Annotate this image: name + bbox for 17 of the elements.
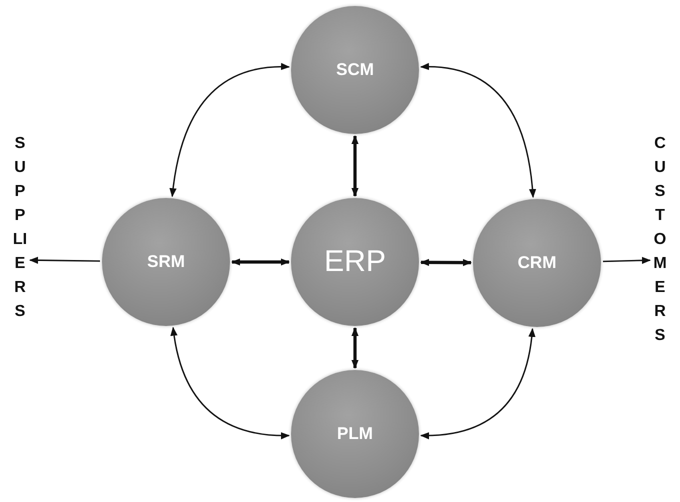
arrow (351, 327, 359, 369)
module-label: PLM (337, 424, 373, 444)
module-label: SCM (336, 60, 374, 80)
arrow (420, 328, 536, 439)
vertical-label: SUPPLIERS (12, 132, 28, 324)
arrow (29, 256, 100, 264)
arrow (602, 256, 651, 264)
module-label: CRM (518, 253, 556, 273)
arrow (351, 135, 359, 197)
module-label: ERP (324, 245, 386, 279)
arrow (170, 63, 290, 198)
arrow (170, 326, 290, 439)
arrow (231, 258, 290, 266)
arrow (420, 258, 472, 266)
vertical-label: CUSTOMERS (652, 132, 668, 348)
module-label: SRM (147, 252, 185, 272)
arrow (420, 63, 536, 198)
